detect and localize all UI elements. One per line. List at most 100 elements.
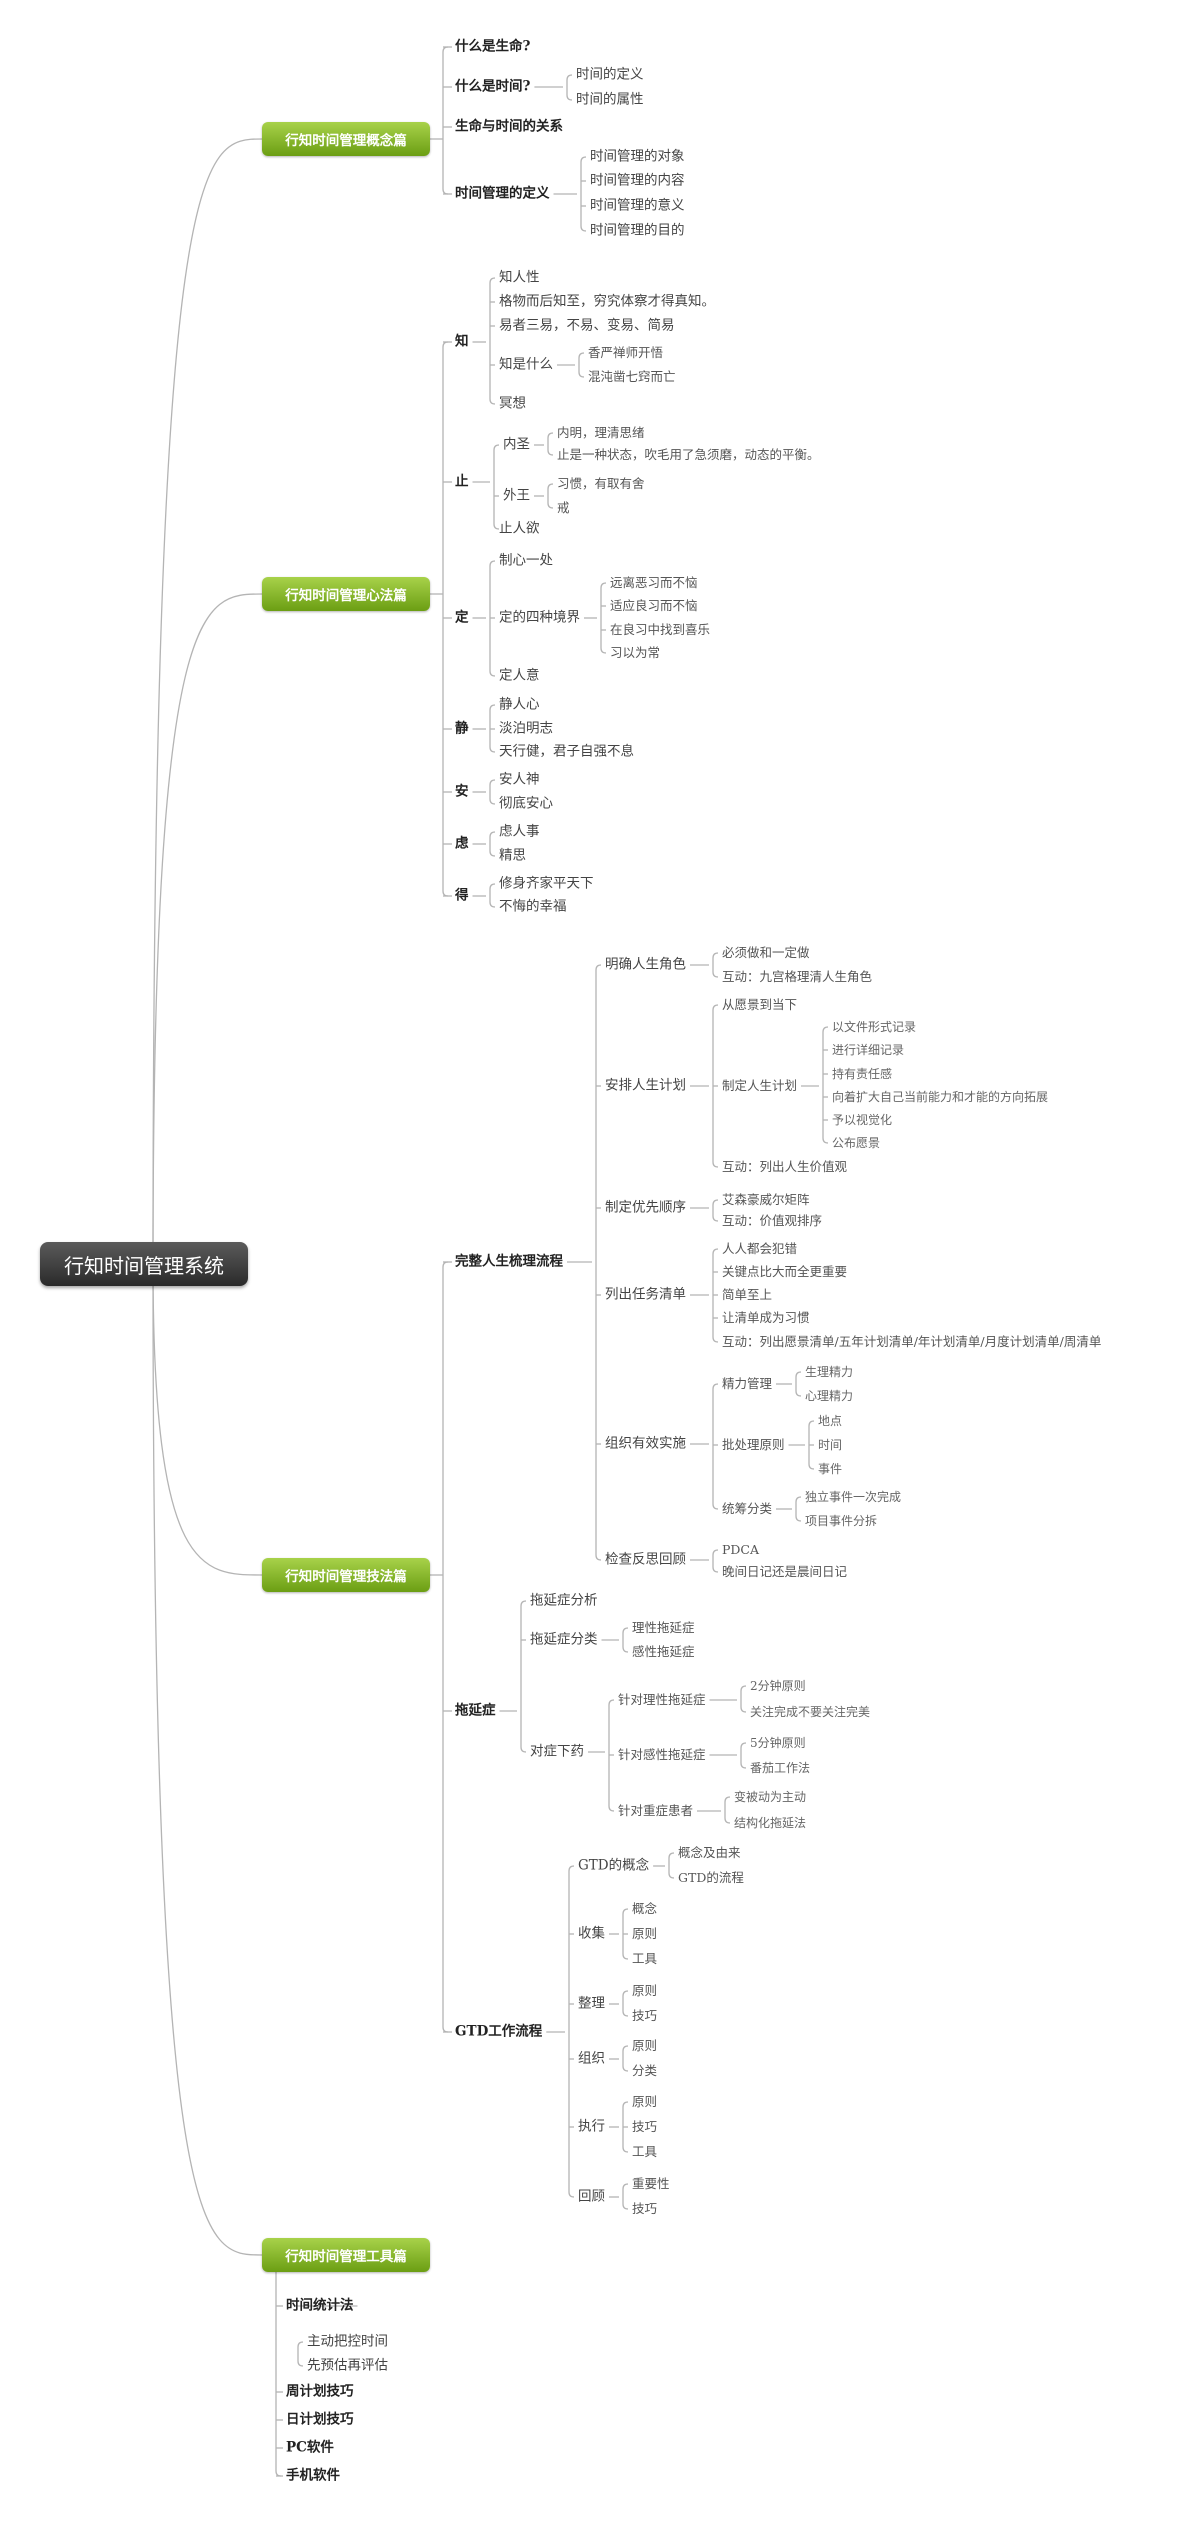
topic-1-6[interactable]: 得 bbox=[455, 887, 469, 904]
topic-1-1-0-0[interactable]: 内明，理清思绪 bbox=[557, 424, 645, 440]
topic-2-1-2-0-1[interactable]: 关注完成不要关注完美 bbox=[750, 1705, 871, 1719]
topic-2-0-1-1-3[interactable]: 向着扩大自己当前能力和才能的方向拓展 bbox=[832, 1090, 1049, 1104]
topic-2-0-4-1[interactable]: 批处理原则 bbox=[722, 1436, 785, 1452]
topic-2-1-2-2[interactable]: 针对重症患者 bbox=[618, 1802, 694, 1818]
topic-2-2-2-0[interactable]: 原则 bbox=[632, 1982, 658, 1998]
topic-2-0-1-2[interactable]: 互动：列出人生价值观 bbox=[722, 1158, 848, 1174]
topic-0-1-0[interactable]: 时间的定义 bbox=[576, 66, 644, 83]
topic-2-1-2-1-1[interactable]: 番茄工作法 bbox=[750, 1761, 811, 1775]
branch-node-0[interactable]: 行知时间管理概念篇 bbox=[262, 122, 430, 156]
topic-1-2[interactable]: 定 bbox=[455, 609, 469, 626]
topic-3-4[interactable]: 手机软件 bbox=[286, 2467, 340, 2484]
topic-2-0-2-1[interactable]: 互动：价值观排序 bbox=[722, 1212, 823, 1228]
topic-3-3[interactable]: PC软件 bbox=[286, 2439, 334, 2456]
topic-2-0-0[interactable]: 明确人生角色 bbox=[605, 956, 686, 973]
topic-2-0-5[interactable]: 检查反思回顾 bbox=[605, 1551, 686, 1568]
topic-2-2-1-0[interactable]: 概念 bbox=[632, 1900, 658, 1916]
topic-2-2-5[interactable]: 回顾 bbox=[578, 2188, 605, 2205]
topic-2-2-1-2[interactable]: 工具 bbox=[632, 1950, 658, 1966]
topic-0-2[interactable]: 生命与时间的关系 bbox=[455, 118, 563, 135]
topic-2-2-3-0[interactable]: 原则 bbox=[632, 2037, 658, 2053]
topic-1-2-0[interactable]: 制心一处 bbox=[499, 552, 553, 569]
topic-2-2-0[interactable]: GTD的概念 bbox=[578, 1857, 650, 1874]
topic-2-2-4[interactable]: 执行 bbox=[578, 2118, 605, 2135]
topic-2-0-3-0[interactable]: 人人都会犯错 bbox=[722, 1240, 798, 1256]
topic-2-0-3-1[interactable]: 关键点比大而全更重要 bbox=[722, 1263, 848, 1279]
topic-2-0-4-1-2[interactable]: 事件 bbox=[818, 1462, 843, 1476]
topic-0-1[interactable]: 什么是时间? bbox=[455, 78, 531, 95]
topic-2-0-3-4[interactable]: 互动：列出愿景清单/五年计划清单/年计划清单/月度计划清单/周清单 bbox=[722, 1333, 1102, 1349]
branch-node-1[interactable]: 行知时间管理心法篇 bbox=[262, 577, 430, 611]
topic-2-0-4-1-1[interactable]: 时间 bbox=[818, 1438, 843, 1452]
topic-1-5[interactable]: 虑 bbox=[455, 835, 469, 852]
topic-1-0-4[interactable]: 冥想 bbox=[499, 395, 526, 412]
topic-2-1-2-1-0[interactable]: 5分钟原则 bbox=[750, 1736, 806, 1750]
topic-2-0-3-2[interactable]: 简单至上 bbox=[722, 1286, 773, 1302]
topic-2-2-4-2[interactable]: 工具 bbox=[632, 2143, 658, 2159]
topic-2-0-2-0[interactable]: 艾森豪威尔矩阵 bbox=[722, 1191, 810, 1207]
topic-2-0-1-1-0[interactable]: 以文件形式记录 bbox=[832, 1020, 917, 1034]
topic-2-0-0-0[interactable]: 必须做和一定做 bbox=[722, 944, 810, 960]
topic-2-0-1-1-4[interactable]: 予以视觉化 bbox=[832, 1113, 893, 1127]
topic-2-0-4-2-0[interactable]: 独立事件一次完成 bbox=[805, 1490, 902, 1504]
topic-2-0-1-1-5[interactable]: 公布愿景 bbox=[832, 1136, 881, 1150]
topic-2-1-2-0[interactable]: 针对理性拖延症 bbox=[618, 1691, 706, 1707]
topic-1-1-1[interactable]: 外王 bbox=[503, 487, 530, 504]
topic-2-1-1-1[interactable]: 感性拖延症 bbox=[632, 1643, 695, 1659]
topic-2-1-1-0[interactable]: 理性拖延症 bbox=[632, 1619, 695, 1635]
topic-2-2-0-0[interactable]: 概念及由来 bbox=[678, 1844, 741, 1860]
topic-2-0-4-0[interactable]: 精力管理 bbox=[722, 1375, 773, 1391]
topic-3-1[interactable]: 周计划技巧 bbox=[286, 2383, 354, 2400]
topic-1-2-1-2[interactable]: 在良习中找到喜乐 bbox=[610, 621, 711, 637]
topic-2-0-4-2[interactable]: 统筹分类 bbox=[722, 1500, 773, 1516]
topic-3-2[interactable]: 日计划技巧 bbox=[286, 2411, 354, 2428]
topic-1-1-2[interactable]: 止人欲 bbox=[499, 520, 540, 537]
topic-0-3-1[interactable]: 时间管理的内容 bbox=[590, 172, 685, 189]
topic-1-2-2[interactable]: 定人意 bbox=[499, 667, 540, 684]
topic-0-3-3[interactable]: 时间管理的目的 bbox=[590, 222, 685, 239]
topic-2-2-2-1[interactable]: 技巧 bbox=[632, 2007, 658, 2023]
topic-1-6-0[interactable]: 修身齐家平天下 bbox=[499, 875, 594, 892]
topic-2-2-1-1[interactable]: 原则 bbox=[632, 1925, 658, 1941]
topic-1-3[interactable]: 静 bbox=[455, 720, 469, 737]
topic-1-3-0[interactable]: 静人心 bbox=[499, 696, 540, 713]
topic-2-1-2-2-0[interactable]: 变被动为主动 bbox=[734, 1790, 807, 1804]
topic-2-2-3[interactable]: 组织 bbox=[578, 2050, 605, 2067]
topic-3-0[interactable]: 时间统计法 bbox=[286, 2297, 354, 2314]
topic-1-3-2[interactable]: 天行健，君子自强不息 bbox=[499, 743, 634, 760]
topic-3-0-0[interactable]: 主动把控时间 bbox=[307, 2333, 388, 2350]
topic-2-1-2-1[interactable]: 针对感性拖延症 bbox=[618, 1746, 706, 1762]
topic-1-3-1[interactable]: 淡泊明志 bbox=[499, 720, 553, 737]
topic-0-0[interactable]: 什么是生命? bbox=[455, 38, 531, 55]
topic-0-3[interactable]: 时间管理的定义 bbox=[455, 185, 550, 202]
topic-2-0-3-3[interactable]: 让清单成为习惯 bbox=[722, 1309, 810, 1325]
topic-2-0-2[interactable]: 制定优先顺序 bbox=[605, 1199, 686, 1216]
topic-2-0-5-0[interactable]: PDCA bbox=[722, 1541, 760, 1557]
topic-2-0-1-1-2[interactable]: 持有责任感 bbox=[832, 1067, 893, 1081]
topic-1-0-3-1[interactable]: 混沌凿七窍而亡 bbox=[588, 368, 676, 384]
root-node[interactable]: 行知时间管理系统 bbox=[40, 1242, 248, 1286]
topic-1-2-1-3[interactable]: 习以为常 bbox=[610, 644, 661, 660]
topic-0-3-0[interactable]: 时间管理的对象 bbox=[590, 148, 685, 165]
topic-2-2-4-1[interactable]: 技巧 bbox=[632, 2118, 658, 2134]
topic-2-0-4-2-1[interactable]: 项目事件分拆 bbox=[805, 1514, 878, 1528]
topic-1-0-3[interactable]: 知是什么 bbox=[499, 356, 553, 373]
topic-1-1-0[interactable]: 内圣 bbox=[503, 436, 530, 453]
topic-3-0-1[interactable]: 先预估再评估 bbox=[307, 2357, 388, 2374]
topic-2-0-4-0-0[interactable]: 生理精力 bbox=[805, 1365, 854, 1379]
topic-2-0[interactable]: 完整人生梳理流程 bbox=[455, 1253, 563, 1270]
topic-1-0-1[interactable]: 格物而后知至，穷究体察才得真知。 bbox=[499, 293, 715, 310]
topic-2-1-2[interactable]: 对症下药 bbox=[530, 1743, 584, 1760]
topic-2-1-2-2-1[interactable]: 结构化拖延法 bbox=[734, 1816, 807, 1830]
topic-1-1-0-1[interactable]: 止是一种状态，吹毛用了急须磨，动态的平衡。 bbox=[557, 446, 820, 462]
topic-0-3-2[interactable]: 时间管理的意义 bbox=[590, 197, 685, 214]
topic-1-0-3-0[interactable]: 香严禅师开悟 bbox=[588, 344, 664, 360]
topic-2-0-5-1[interactable]: 晚间日记还是晨间日记 bbox=[722, 1563, 848, 1579]
topic-1-4[interactable]: 安 bbox=[455, 783, 469, 800]
topic-1-2-1-0[interactable]: 远离恶习而不恼 bbox=[610, 574, 698, 590]
topic-2-2-4-0[interactable]: 原则 bbox=[632, 2093, 658, 2109]
topic-0-1-1[interactable]: 时间的属性 bbox=[576, 91, 644, 108]
topic-2-2-1[interactable]: 收集 bbox=[578, 1925, 605, 1942]
topic-2-1[interactable]: 拖延症 bbox=[455, 1702, 496, 1719]
topic-2-2-5-1[interactable]: 技巧 bbox=[632, 2200, 658, 2216]
